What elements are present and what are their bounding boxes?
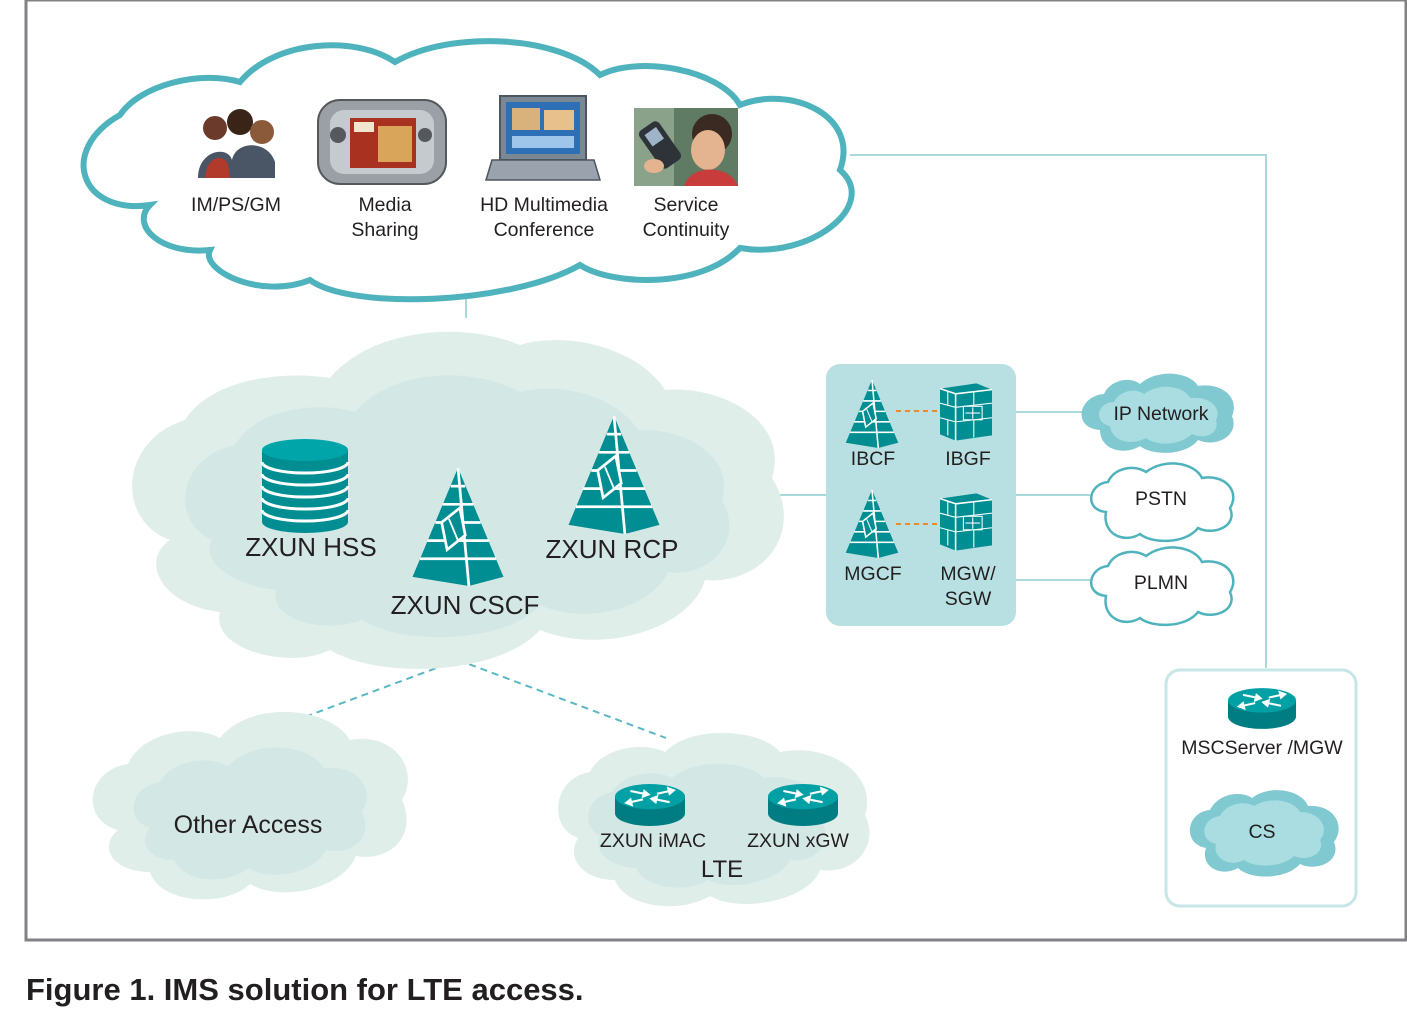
plmn-cloud bbox=[1089, 546, 1235, 627]
other-access-label: Other Access bbox=[174, 811, 323, 839]
service-label: Service bbox=[653, 194, 718, 216]
service-label: IM/PS/GM bbox=[191, 194, 281, 216]
lte-label: LTE bbox=[701, 856, 743, 883]
service-label: Conference bbox=[494, 219, 595, 241]
msc-label: MSCServer /MGW bbox=[1181, 737, 1343, 759]
xgw-label: ZXUN xGW bbox=[747, 830, 849, 852]
people-group-icon bbox=[198, 109, 275, 178]
database-icon bbox=[260, 439, 350, 533]
mgw-label: MGW/ bbox=[940, 563, 996, 585]
xgw-router-icon bbox=[768, 782, 838, 828]
mgw-firewall-icon bbox=[940, 492, 992, 552]
cscf-label: ZXUN CSCF bbox=[391, 590, 540, 620]
hss-label: ZXUN HSS bbox=[245, 532, 376, 562]
services-cloud bbox=[80, 38, 855, 303]
service-label: Continuity bbox=[643, 219, 730, 241]
sgw-label: SGW bbox=[945, 588, 992, 610]
imac-router-icon bbox=[615, 782, 685, 828]
cs-cloud bbox=[1189, 790, 1339, 877]
plmn-label: PLMN bbox=[1134, 572, 1188, 594]
handheld-device-icon bbox=[317, 99, 447, 185]
mobile-phone-icon bbox=[634, 108, 738, 186]
service-label: Media bbox=[358, 194, 411, 216]
ip-network-cloud bbox=[1081, 373, 1234, 453]
pstn-cloud bbox=[1089, 462, 1235, 543]
cs-label: CS bbox=[1248, 821, 1275, 843]
service-label: HD Multimedia bbox=[480, 194, 608, 216]
pstn-label: PSTN bbox=[1135, 488, 1187, 510]
ibcf-label: IBCF bbox=[851, 448, 896, 470]
msc-router-icon bbox=[1228, 687, 1296, 730]
service-label: Sharing bbox=[351, 219, 418, 241]
ip-network-label: IP Network bbox=[1113, 403, 1208, 425]
rcp-label: ZXUN RCP bbox=[546, 534, 679, 564]
connector-lines bbox=[465, 154, 1267, 668]
ibgf-firewall-icon bbox=[940, 382, 992, 442]
laptop-icon bbox=[484, 95, 602, 181]
other-access-cloud bbox=[92, 711, 408, 900]
imac-label: ZXUN iMAC bbox=[600, 830, 706, 852]
access-dashed-links bbox=[282, 659, 667, 739]
ibgf-label: IBGF bbox=[945, 448, 991, 470]
mgcf-label: MGCF bbox=[844, 563, 901, 585]
figure-caption: Figure 1. IMS solution for LTE access. bbox=[26, 972, 584, 1007]
